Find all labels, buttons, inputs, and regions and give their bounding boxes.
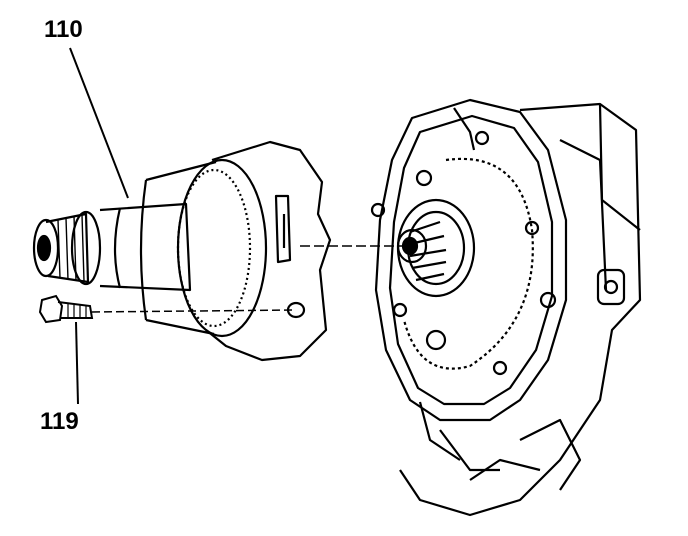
- callout-119: 119: [40, 408, 79, 435]
- leader-119: [75, 321, 79, 405]
- bolt-119: [38, 294, 94, 324]
- leader-110: [69, 47, 129, 199]
- transmission-case: [370, 98, 642, 517]
- alignment-lines: [91, 245, 404, 313]
- callout-110: 110: [44, 16, 83, 43]
- leader-lines: [69, 47, 129, 405]
- input-drum-assembly: [32, 140, 332, 362]
